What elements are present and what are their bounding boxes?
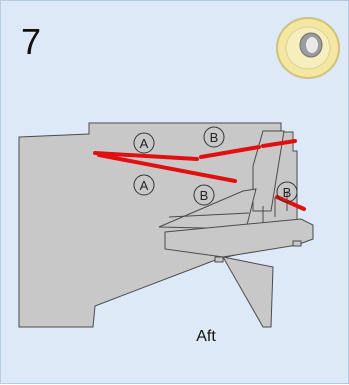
caption-aft: Aft <box>196 328 216 345</box>
tape-strip-b-lower <box>275 195 306 211</box>
svg-text:B: B <box>210 130 219 145</box>
tape-strips <box>93 139 306 211</box>
label-b-tail: B <box>276 181 298 203</box>
vertical-fin <box>252 130 285 212</box>
tape-strip-a-upper <box>93 151 199 161</box>
label-a-top: A <box>133 132 155 154</box>
svg-text:A: A <box>140 178 149 193</box>
lower-stabilizer <box>222 256 274 328</box>
label-b-lower: B <box>193 184 215 206</box>
tape-strip-a-lower <box>97 153 237 183</box>
label-b-top: B <box>203 126 225 148</box>
fuselage <box>18 122 306 328</box>
tape-strip-tail <box>261 139 297 148</box>
lower-body <box>164 218 314 258</box>
step-number: 7 <box>21 21 42 62</box>
tape-roll-icon <box>276 17 340 79</box>
svg-text:A: A <box>140 136 149 151</box>
svg-text:B: B <box>200 188 209 203</box>
tape-strip-b-upper <box>199 145 261 159</box>
svg-text:B: B <box>283 185 292 200</box>
label-a-lower: A <box>133 174 155 196</box>
